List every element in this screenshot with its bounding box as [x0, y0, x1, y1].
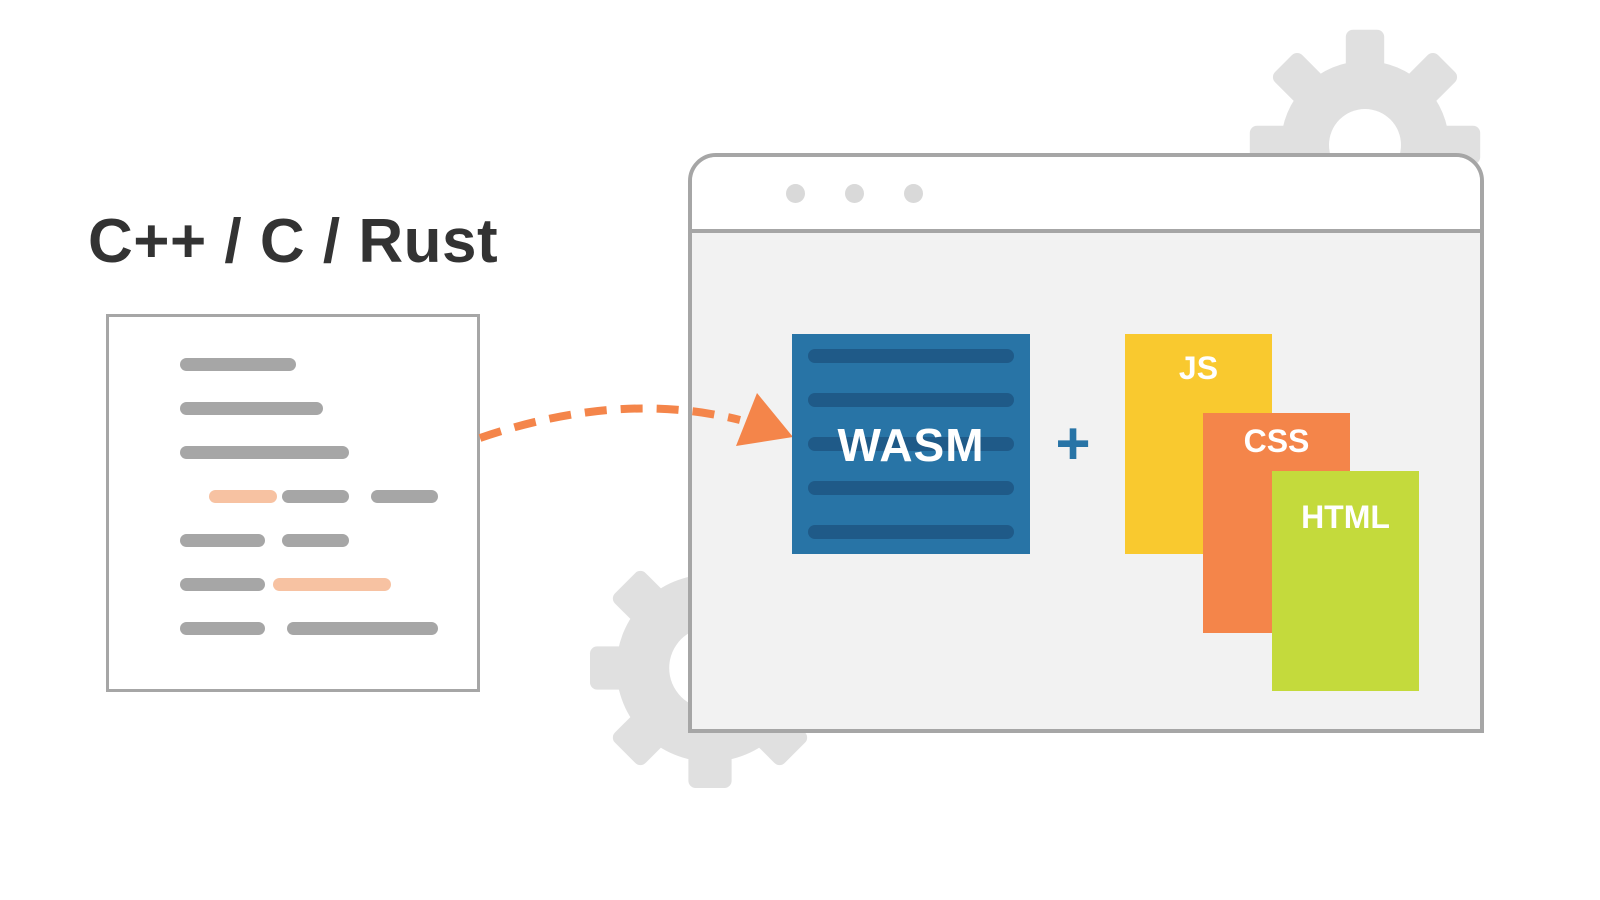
arrow-dashed-path	[478, 404, 741, 442]
code-line	[180, 578, 265, 591]
code-line	[180, 622, 265, 635]
wasm-line	[808, 349, 1014, 363]
html-file-label: HTML	[1301, 499, 1390, 535]
window-dot-icon	[845, 184, 864, 203]
code-line-highlight	[209, 490, 277, 503]
wasm-label: WASM	[837, 419, 985, 471]
code-line-highlight	[273, 578, 391, 591]
source-code-box	[106, 314, 480, 692]
code-line	[287, 622, 438, 635]
plus-sign: +	[1055, 410, 1091, 477]
js-file-label: JS	[1178, 350, 1219, 386]
code-line	[282, 490, 349, 503]
code-line	[180, 446, 349, 459]
source-languages-title: C++ / C / Rust	[88, 207, 499, 276]
code-line	[180, 534, 265, 547]
window-dot-icon	[786, 184, 805, 203]
code-line	[180, 358, 296, 371]
code-line	[180, 402, 323, 415]
css-file-label: CSS	[1243, 423, 1310, 459]
html-file: HTML	[1272, 471, 1419, 691]
wasm-line	[808, 525, 1014, 539]
window-dot-icon	[904, 184, 923, 203]
wasm-line	[808, 393, 1014, 407]
wasm-line	[808, 437, 1014, 451]
code-line	[371, 490, 438, 503]
wasm-module-block: WASM	[792, 334, 1030, 554]
browser-title-bar	[692, 157, 1480, 233]
wasm-line	[808, 481, 1014, 495]
code-line	[282, 534, 349, 547]
arrow-head-icon	[736, 393, 793, 446]
